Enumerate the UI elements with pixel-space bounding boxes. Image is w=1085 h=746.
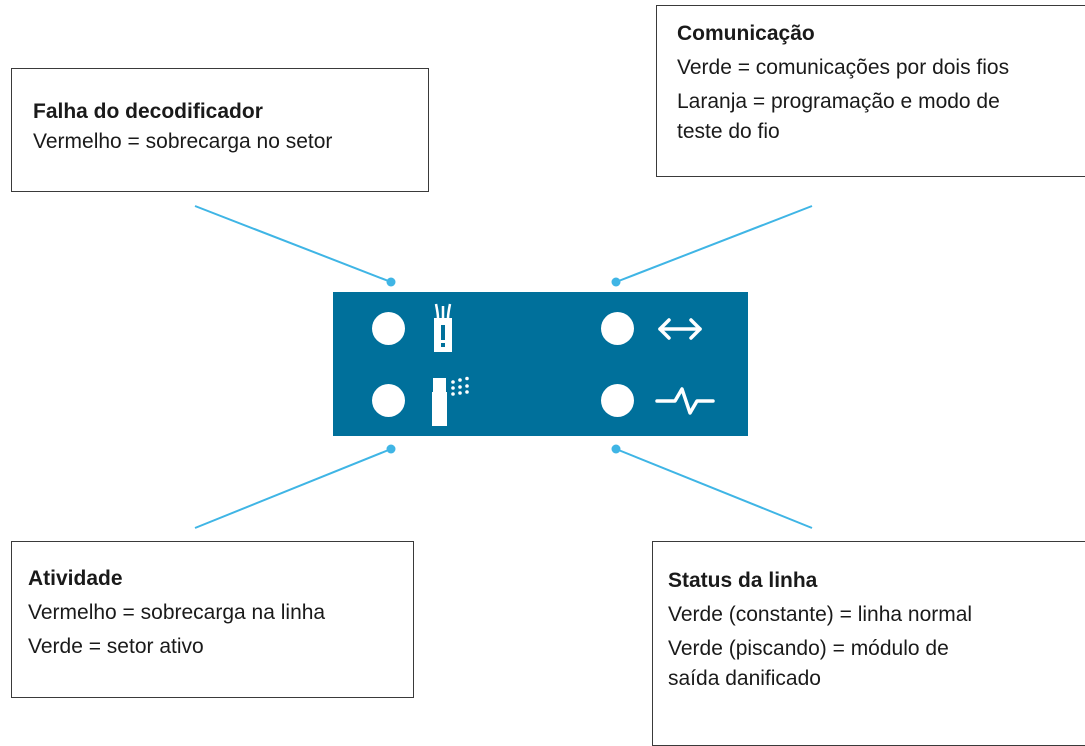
communication-title: Comunicação: [677, 22, 815, 45]
connector-dot-decoder-fault: [386, 277, 396, 287]
connector-communication: [615, 205, 813, 283]
communication-line-2: Laranja = programação e modo de: [677, 90, 1000, 113]
led-line-status: [601, 384, 634, 417]
connector-activity: [194, 448, 392, 529]
line-status-callout: Status da linha Verde (constante) = linh…: [652, 541, 1085, 746]
led-activity: [372, 384, 405, 417]
decoder-fault-callout: Falha do decodificador Vermelho = sobrec…: [11, 68, 429, 192]
connector-dot-line-status: [611, 444, 621, 454]
led-panel: [333, 292, 748, 436]
communication-arrows-icon: [658, 318, 702, 340]
connector-line-status: [615, 448, 813, 529]
connector-dot-communication: [611, 277, 621, 287]
activity-line-1: Vermelho = sobrecarga na linha: [28, 601, 326, 624]
activity-callout: Atividade Vermelho = sobrecarga na linha…: [11, 541, 414, 698]
activity-line-2: Verde = setor ativo: [28, 635, 204, 658]
communication-line-1: Verde = comunicações por dois fios: [677, 56, 1010, 79]
activity-title: Atividade: [28, 567, 123, 590]
led-decoder-fault: [372, 312, 405, 345]
connector-decoder-fault: [194, 205, 392, 283]
decoder-fault-title: Falha do decodificador: [33, 100, 263, 123]
decoder-fault-line-1: Vermelho = sobrecarga no setor: [33, 130, 333, 153]
communication-line-3: teste do fio: [677, 120, 780, 143]
sprinkler-activity-icon: [432, 376, 469, 426]
line-status-title: Status da linha: [668, 569, 818, 592]
connector-dot-activity: [386, 444, 396, 454]
led-communication: [601, 312, 634, 345]
line-status-line-1: Verde (constante) = linha normal: [668, 603, 973, 626]
line-status-pulse-icon: [655, 387, 715, 415]
line-status-line-3: saída danificado: [668, 667, 821, 690]
communication-callout: Comunicação Verde = comunicações por doi…: [656, 5, 1085, 177]
decoder-fault-icon: [434, 303, 452, 352]
line-status-line-2: Verde (piscando) = módulo de: [668, 637, 949, 660]
